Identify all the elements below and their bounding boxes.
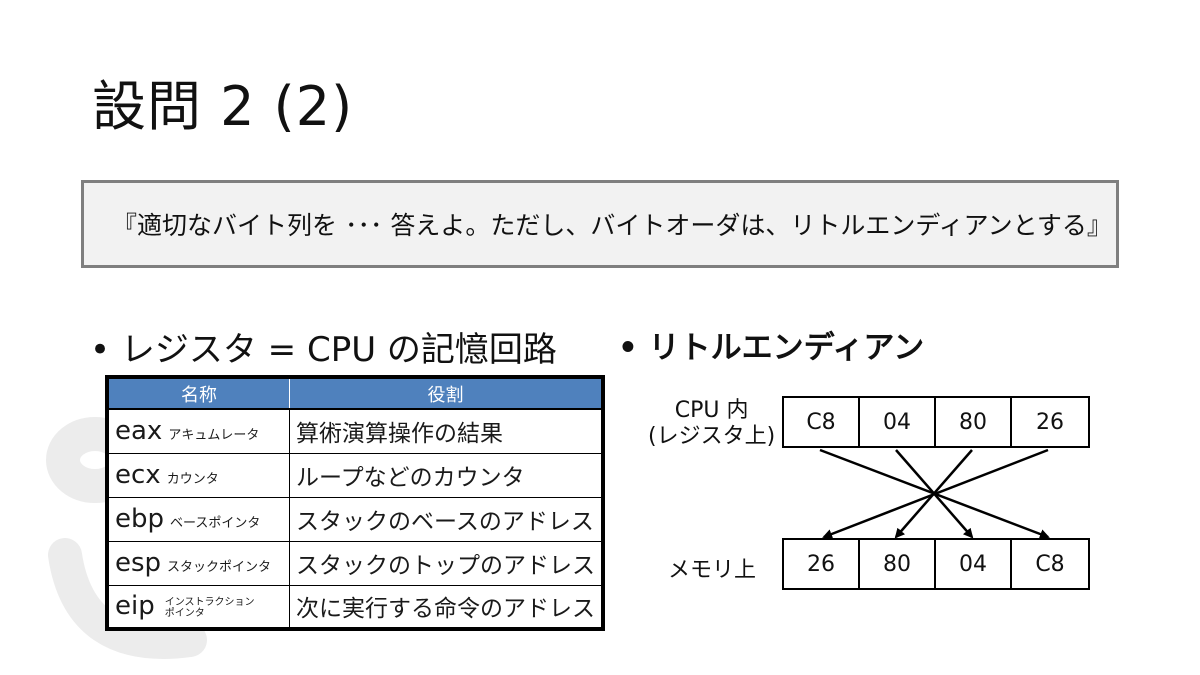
question-quote-text: 『適切なバイト列を ･･･ 答えよ。ただし、バイトオーダは、リトルエンディアンと…: [112, 211, 1112, 240]
memory-byte: C8: [1035, 551, 1065, 577]
arrow-26: [822, 448, 1049, 539]
table-row: eip インストラクションポインタ 次に実行する命令のアドレス: [106, 584, 604, 630]
table-row: ebp ベースポインタ スタックのベースのアドレス: [106, 496, 604, 542]
register-byte: 26: [1036, 409, 1064, 435]
register-name-cell: ecx カウンタ: [106, 452, 290, 498]
slide-title: 設問 2 (2): [92, 75, 354, 138]
table-row: eax アキュムレータ 算術演算操作の結果: [106, 408, 604, 454]
register-subname: アキュムレータ: [168, 428, 260, 444]
register-subname: スタックポインタ: [167, 560, 272, 575]
register-subname: ベースポインタ: [170, 516, 261, 531]
memory-byte-row: 26 80 04 C8: [782, 538, 1090, 590]
table-row: esp スタックポインタ スタックのトップのアドレス: [106, 540, 604, 586]
register-name: eax: [115, 416, 163, 447]
register-byte: 04: [860, 398, 936, 446]
register-subname: カウンタ: [166, 472, 219, 487]
memory-byte: 80: [860, 540, 936, 588]
register-role: 算術演算操作の結果: [289, 408, 604, 454]
register-role: スタックのベースのアドレス: [289, 496, 604, 542]
memory-byte: 04: [936, 540, 1012, 588]
register-name: ecx: [115, 460, 161, 490]
register-name-cell: eip インストラクションポインタ: [106, 584, 290, 630]
header-role: 役割: [289, 376, 604, 410]
register-subname: インストラクションポインタ: [164, 596, 255, 619]
memory-label: メモリ上: [668, 558, 757, 583]
register-role: 次に実行する命令のアドレス: [289, 584, 604, 630]
register-byte: 80: [936, 398, 1012, 446]
register-table-header: 名称 役割: [106, 376, 604, 410]
header-name: 名称: [106, 376, 290, 410]
register-name: esp: [115, 548, 162, 578]
bullet-little-endian: • リトルエンディアン: [618, 330, 925, 366]
cpu-label: CPU 内 (レジスタ上): [648, 398, 776, 449]
register-role: スタックのトップのアドレス: [289, 540, 604, 586]
register-name: ebp: [115, 504, 165, 534]
register-name: eip: [115, 591, 155, 622]
question-quote-box: 『適切なバイト列を ･･･ 答えよ。ただし、バイトオーダは、リトルエンディアンと…: [81, 180, 1119, 268]
memory-byte: 26: [784, 540, 860, 588]
bullet-register: • レジスタ = CPU の記憶回路: [90, 330, 557, 370]
register-byte-row: C8 04 80 26: [782, 396, 1090, 448]
register-byte: C8: [784, 398, 860, 446]
register-name-cell: ebp ベースポインタ: [106, 496, 290, 542]
register-name-cell: eax アキュムレータ: [106, 408, 290, 454]
